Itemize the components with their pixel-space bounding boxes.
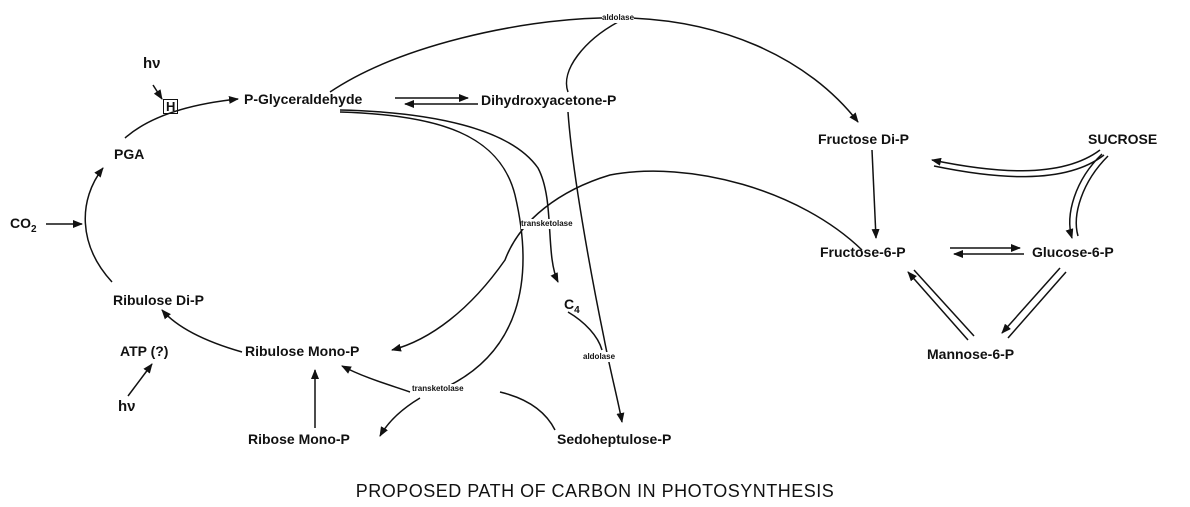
- enzyme-aldolase-top: aldolase: [602, 13, 635, 23]
- arrow-sucrose-to-fructose-di-p: [931, 149, 1101, 172]
- arrow-mannose-to-f6p: [907, 271, 969, 341]
- arrow-oval-to-ribulose-mono-p: [160, 110, 330, 350]
- line-sucrose-to-glucose-6-p-2: [1075, 155, 1109, 237]
- arrow-transketolase-to-ribose-mono-p: [379, 397, 421, 437]
- arrow-hv-to-atp: [127, 363, 153, 397]
- node-atp: ATP (?): [120, 343, 169, 359]
- line-f6p-to-mannose: [913, 269, 975, 337]
- arrow-pgald-oval-right: [340, 110, 500, 350]
- arrow-pgald-to-c4: [339, 109, 559, 283]
- arrow-pgald-to-fructose-di-p: [329, 17, 859, 123]
- line-c4-to-aldolase: [567, 311, 603, 351]
- light-energy-label-top: hν: [143, 56, 161, 72]
- arrow-g6p-to-mannose: [1001, 267, 1061, 334]
- co2-base-text: CO: [10, 215, 31, 231]
- arrow-sucrose-to-glucose-6-p: [1065, 153, 1103, 239]
- node-co2: CO2: [10, 215, 37, 235]
- node-glucose-6-p: Glucose-6-P: [1032, 244, 1114, 260]
- light-energy-text-bottom: hν: [118, 398, 136, 415]
- enzyme-transketolase-bottom: transketolase: [412, 384, 464, 394]
- c4-subscript: 4: [574, 305, 580, 316]
- node-mannose-6-p: Mannose-6-P: [927, 346, 1015, 362]
- arrow-dhap-to-sedoheptulose-p: [567, 111, 625, 423]
- node-fructose-6-p: Fructose-6-P: [820, 244, 906, 260]
- arrow-hv-to-h: [152, 84, 163, 100]
- arrow-fructose-di-p-to-fructose-6-p: [871, 149, 880, 239]
- node-dihydroxyacetone-p: Dihydroxyacetone-P: [481, 92, 617, 108]
- node-c4: C4: [564, 296, 580, 316]
- node-fructose-di-p: Fructose Di-P: [818, 131, 910, 147]
- reducing-power-box: H: [163, 99, 179, 114]
- arrow-ribulose-mono-p-to-ribulose-di-p: [161, 309, 243, 353]
- co2-subscript: 2: [31, 224, 37, 235]
- line-mannose-to-g6p: [1007, 271, 1067, 339]
- arrow-pga-to-p-glyceraldehyde: [124, 95, 239, 139]
- arrow-pgald-to-ribulose-mono-p: [167, 109, 310, 345]
- light-energy-label-bottom: hν: [118, 399, 136, 415]
- c4-base-text: C: [564, 296, 575, 312]
- node-ribulose-mono-p: Ribulose Mono-P: [245, 343, 360, 359]
- figure-caption: PROPOSED PATH OF CARBON IN PHOTOSYNTHESI…: [355, 481, 835, 501]
- line-sedoheptulose-to-transketolase: [499, 391, 556, 431]
- node-ribulose-di-p: Ribulose Di-P: [113, 292, 205, 308]
- arrow-transketolase-to-ribulose-mono-p: [341, 365, 411, 393]
- node-ribose-mono-p: Ribose Mono-P: [248, 431, 350, 447]
- enzyme-transketolase-mid: transketolase: [521, 219, 573, 229]
- line-pgald-to-transketolase-bottom: [339, 111, 524, 391]
- enzyme-aldolase-lower: aldolase: [583, 352, 616, 362]
- arrow-fructose-6-p-to-ribulose-mono-p: [391, 170, 863, 352]
- node-sedoheptulose-p: Sedoheptulose-P: [557, 431, 672, 447]
- node-pga: PGA: [114, 146, 145, 162]
- node-sucrose: SUCROSE: [1088, 131, 1158, 147]
- line-dhap-to-aldolase: [565, 21, 619, 93]
- line-sucrose-to-fructose-di-p-2: [933, 154, 1105, 178]
- oval-left: [163, 112, 300, 345]
- node-p-glyceraldehyde: P-Glyceraldehyde: [244, 91, 363, 107]
- reducing-power-node: H: [163, 98, 179, 114]
- arrow-ribulose-di-p-to-pga: [84, 167, 113, 283]
- light-energy-text: hν: [143, 55, 161, 72]
